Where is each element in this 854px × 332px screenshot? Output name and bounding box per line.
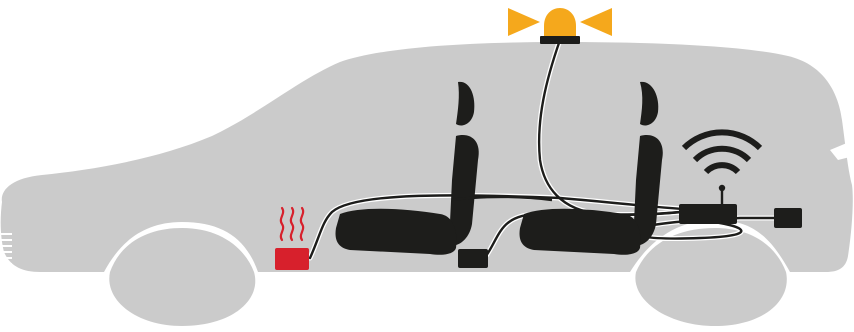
router-antenna-dot — [718, 184, 726, 192]
beacon-ray-right — [580, 8, 612, 36]
front-seat-backrest — [631, 135, 663, 246]
heater-box — [275, 248, 309, 270]
beacon-ray-left — [508, 8, 540, 36]
car-silhouette-icon — [0, 42, 854, 326]
wifi-router-icon — [679, 129, 763, 224]
cable-over-seat — [451, 195, 553, 202]
sensor-box-icon — [774, 208, 802, 228]
wifi-waves — [681, 129, 763, 175]
rear-wheel — [109, 228, 256, 326]
parking-heater-icon — [275, 206, 309, 270]
rear-seat-headrest — [456, 81, 475, 126]
front-seat-cushion — [519, 208, 641, 255]
control-unit-icon — [458, 249, 488, 268]
headlight-notch — [830, 140, 854, 160]
beacon-dome — [544, 8, 576, 38]
front-seat-headrest — [640, 81, 659, 126]
bumper-lines — [0, 233, 12, 265]
rear-seat-cushion — [335, 208, 457, 255]
router-box — [679, 204, 737, 224]
front-wheel — [635, 228, 787, 326]
front-seat-icon — [519, 81, 663, 255]
beacon-light-icon — [508, 8, 612, 44]
heater-steam — [279, 206, 305, 242]
rear-seat-icon — [335, 81, 479, 255]
rear-seat-backrest — [447, 135, 479, 246]
beacon-base — [540, 36, 580, 44]
